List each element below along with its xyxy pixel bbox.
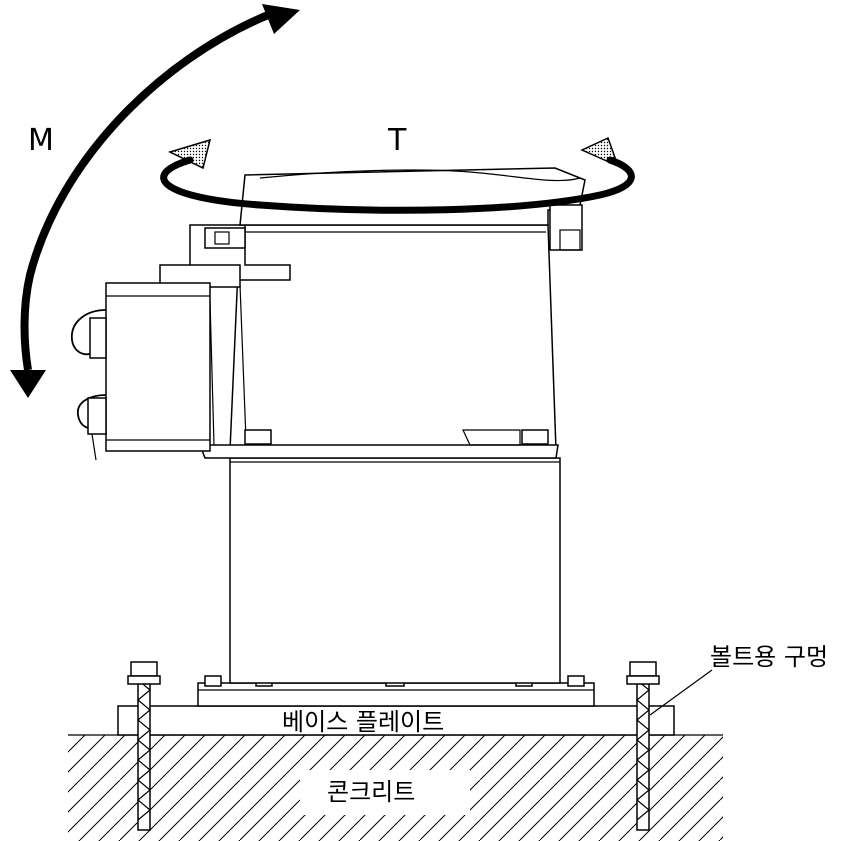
label-torque: T bbox=[387, 123, 407, 158]
label-base-plate: 베이스 플레이트 bbox=[282, 708, 444, 736]
anchor-bolt-left bbox=[127, 661, 161, 831]
label-concrete: 콘크리트 bbox=[327, 778, 415, 806]
label-bolt-hole: 볼트용 구멍 bbox=[710, 643, 828, 671]
label-moment: M bbox=[28, 123, 54, 158]
torque-arrow bbox=[160, 136, 635, 214]
moment-arrow bbox=[10, 4, 300, 398]
concrete-ground bbox=[68, 734, 723, 841]
base-plate bbox=[117, 705, 675, 736]
bolt-hole-leader bbox=[649, 669, 713, 716]
pedestal-column bbox=[229, 457, 561, 684]
anchor-bolt-right bbox=[626, 661, 660, 831]
